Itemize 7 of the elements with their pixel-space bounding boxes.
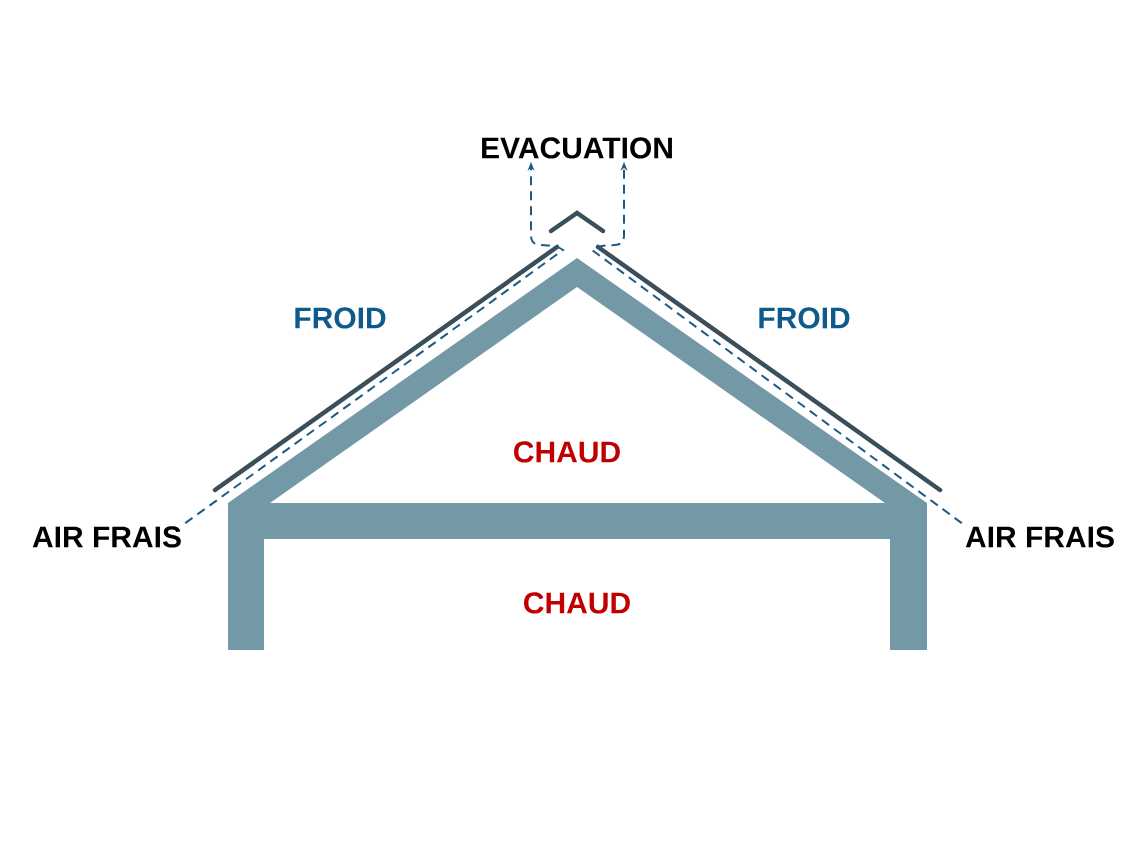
zone-label: CHAUD <box>524 592 630 614</box>
zone-label: FROID <box>759 307 850 329</box>
flow-label: AIR FRAIS <box>32 526 181 548</box>
zone-label: CHAUD <box>514 441 620 463</box>
flow-label: EVACUATION <box>482 137 672 159</box>
flow-label: AIR FRAIS <box>965 526 1114 548</box>
zone-label: FROID <box>295 307 386 329</box>
